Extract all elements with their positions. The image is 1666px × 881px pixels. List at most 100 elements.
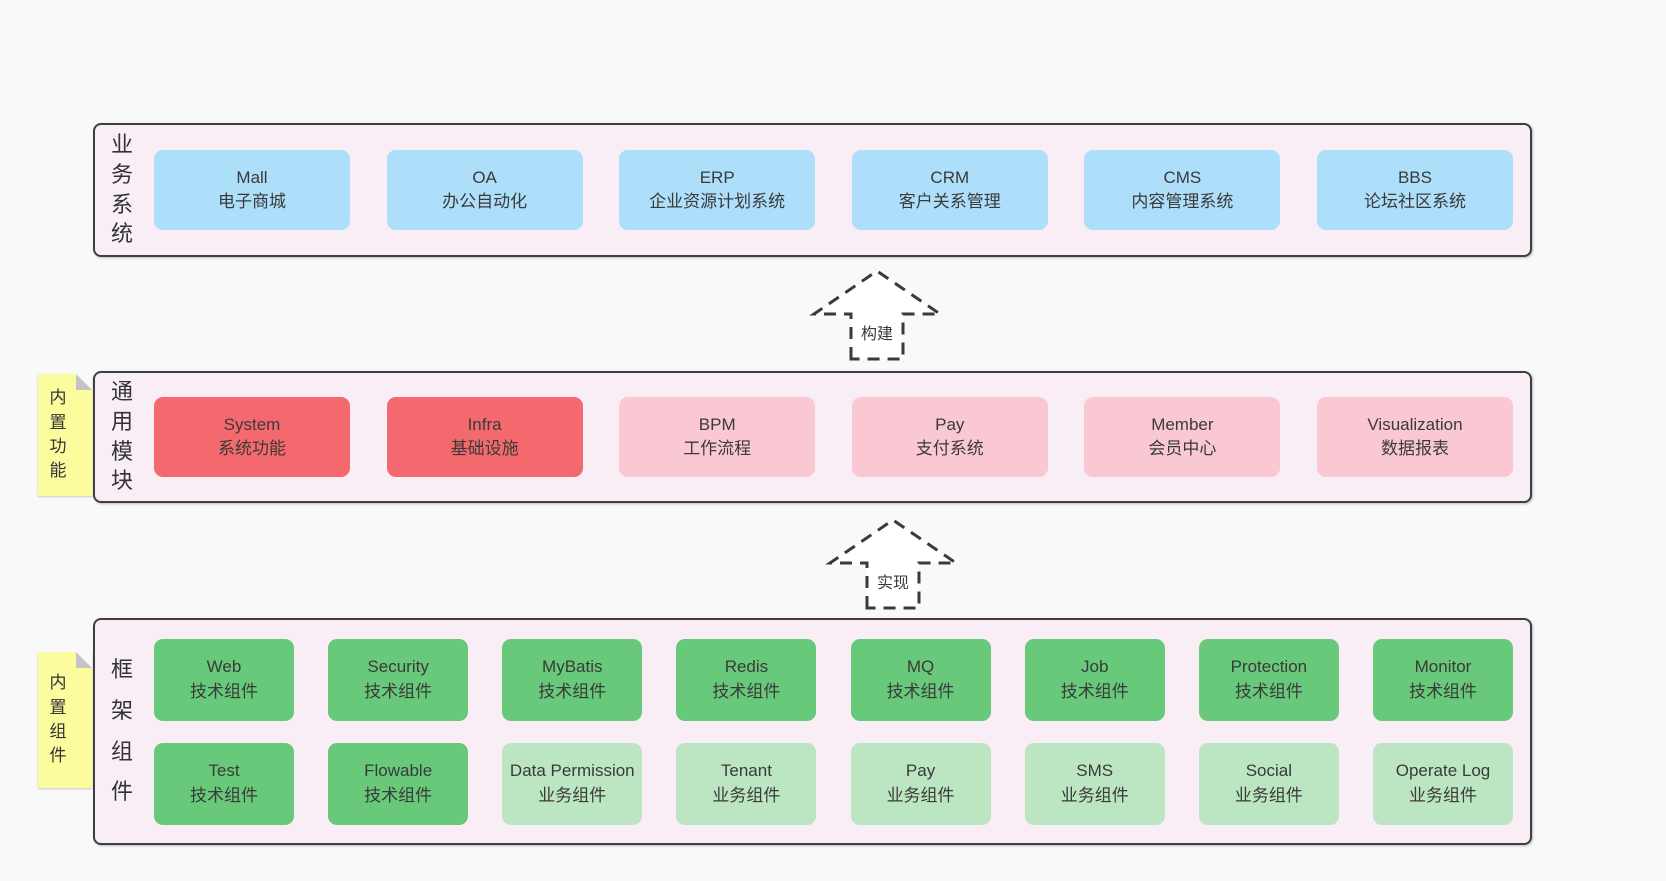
node-tenant: Tenant 业务组件 — [676, 742, 817, 825]
node-subtitle: 业务组件 — [1408, 785, 1477, 805]
node-title: CRM — [930, 167, 970, 187]
sticky-note-text: 内置功能 — [38, 388, 78, 482]
side-label-char: 统 — [110, 221, 133, 247]
node-title: BBS — [1397, 167, 1432, 187]
node-operate-log: Operate Log 业务组件 — [1372, 742, 1513, 825]
sticky-note-built-in-components: 内置组件 — [38, 652, 92, 788]
up-arrow-icon — [825, 518, 961, 610]
node-subtitle: 系统功能 — [218, 439, 286, 458]
side-label-char: 业 — [110, 132, 133, 158]
side-label-char: 通 — [110, 379, 133, 405]
node-subtitle: 技术组件 — [538, 681, 607, 701]
node-title: System — [223, 414, 281, 434]
node-subtitle: 业务组件 — [1234, 785, 1303, 805]
panel-side-label: 通用模块 — [95, 373, 149, 501]
node-title: MQ — [906, 657, 935, 677]
note-char: 内 — [49, 673, 67, 693]
node-subtitle: 技术组件 — [886, 681, 955, 701]
sticky-note-built-in-features: 内置功能 — [38, 374, 92, 496]
node-title: Protection — [1230, 657, 1308, 677]
node-title: Pay — [905, 761, 936, 781]
node-subtitle: 论坛社区系统 — [1363, 192, 1466, 211]
node-subtitle: 业务组件 — [712, 785, 781, 805]
node-subtitle: 业务组件 — [538, 785, 607, 805]
node-title: Operate Log — [1395, 761, 1491, 781]
node-subtitle: 内容管理系统 — [1131, 192, 1234, 211]
note-char: 能 — [49, 461, 67, 481]
note-char: 功 — [49, 437, 67, 456]
node-bbs: BBS 论坛社区系统 — [1316, 150, 1513, 230]
node-subtitle: 业务组件 — [886, 785, 955, 805]
node-social: Social 业务组件 — [1198, 742, 1339, 825]
node-title: Test — [208, 761, 240, 781]
up-arrow-icon — [809, 269, 945, 361]
node-subtitle: 技术组件 — [364, 785, 433, 805]
node-subtitle: 技术组件 — [364, 681, 433, 701]
note-char: 内 — [49, 388, 67, 408]
sticky-note-text: 内置组件 — [38, 673, 78, 767]
node-subtitle: 技术组件 — [1234, 681, 1303, 701]
node-redis: Redis 技术组件 — [676, 638, 817, 721]
node-title: Redis — [724, 657, 769, 677]
node-mall: Mall 电子商城 — [154, 150, 350, 230]
side-label-char: 组 — [110, 738, 133, 764]
node-title: SMS — [1076, 761, 1114, 781]
node-subtitle: 业务组件 — [1060, 785, 1129, 805]
node-subtitle: 客户关系管理 — [898, 192, 1001, 211]
node-subtitle: 办公自动化 — [442, 192, 528, 211]
build-arrow: 构建 — [806, 268, 948, 362]
node-title: Social — [1245, 761, 1292, 781]
node-title: Mall — [236, 167, 268, 187]
node-title: Member — [1151, 414, 1214, 434]
node-title: Web — [206, 657, 242, 677]
note-char: 件 — [49, 746, 67, 766]
node-subtitle: 技术组件 — [1060, 681, 1129, 701]
side-label-char: 务 — [110, 161, 133, 187]
node-subtitle: 数据报表 — [1380, 439, 1449, 458]
node-subtitle: 工作流程 — [683, 439, 752, 458]
node-cms: CMS 内容管理系统 — [1084, 150, 1281, 230]
node-title: Tenant — [720, 761, 772, 781]
node-subtitle: 技术组件 — [712, 681, 781, 701]
node-title: ERP — [699, 167, 735, 187]
node-crm: CRM 客户关系管理 — [851, 150, 1048, 230]
node-sms: SMS 业务组件 — [1024, 742, 1165, 825]
node-member: Member 会员中心 — [1084, 397, 1281, 477]
node-subtitle: 电子商城 — [218, 192, 286, 211]
node-test: Test 技术组件 — [154, 742, 294, 825]
node-title: BPM — [698, 414, 736, 434]
node-subtitle: 会员中心 — [1148, 439, 1217, 458]
node-system: System 系统功能 — [154, 397, 350, 477]
implement-arrow-label: 实现 — [873, 569, 913, 593]
node-subtitle: 技术组件 — [1408, 681, 1477, 701]
node-title: Data Permission — [509, 761, 635, 781]
node-title: CMS — [1163, 167, 1202, 187]
note-char: 组 — [49, 722, 67, 741]
node-subtitle: 技术组件 — [190, 785, 258, 805]
node-data-permission: Data Permission 业务组件 — [502, 742, 643, 825]
node-pay: Pay 业务组件 — [850, 742, 991, 825]
side-label-char: 模 — [110, 438, 133, 464]
node-erp: ERP 企业资源计划系统 — [619, 150, 816, 230]
node-subtitle: 企业资源计划系统 — [649, 192, 786, 211]
side-label-char: 用 — [110, 408, 133, 434]
node-mq: MQ 技术组件 — [850, 638, 991, 721]
side-label-char: 件 — [110, 779, 133, 805]
note-char: 置 — [49, 697, 67, 717]
